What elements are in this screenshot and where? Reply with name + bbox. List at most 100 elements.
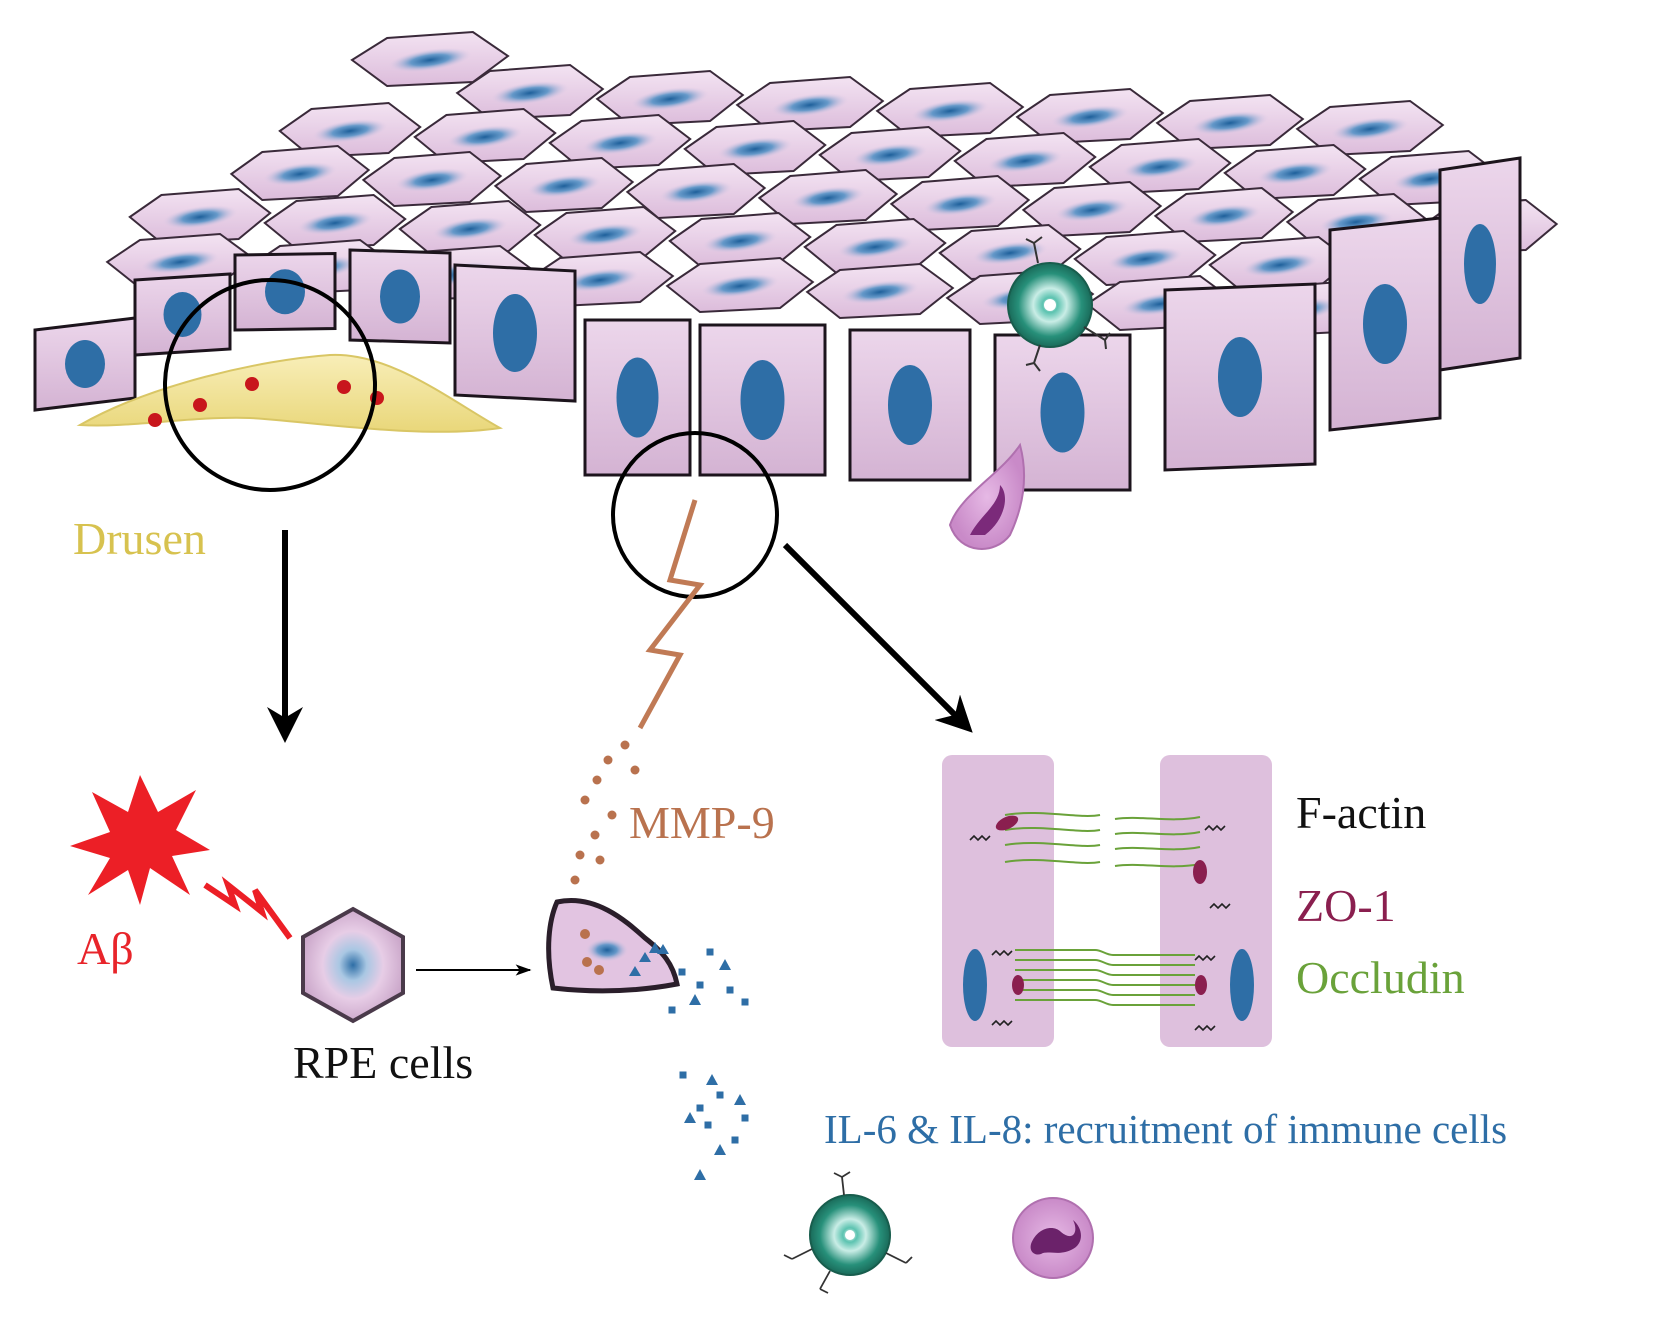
cytokine-square (668, 1006, 676, 1014)
nucleus-top (658, 179, 734, 205)
nucleus-top (1256, 160, 1334, 186)
starburst-icon (70, 775, 210, 905)
nucleus (616, 357, 659, 438)
nucleus-top (836, 234, 914, 260)
nucleus-top (851, 142, 929, 168)
hexagonal-cell-icon (301, 906, 405, 1024)
cytokines-label: IL-6 & IL-8: recruitment of immune cells (824, 1106, 1508, 1152)
cytokine-square (706, 948, 714, 956)
nucleus-top (770, 92, 850, 118)
mmp9-dot (590, 830, 600, 840)
occludin-label: Occludin (1296, 952, 1465, 1003)
nucleus-left (963, 949, 987, 1021)
squiggle (1194, 1024, 1216, 1032)
nucleus-top (986, 148, 1064, 174)
nucleus-top (1054, 197, 1130, 223)
damaged-cell-icon (546, 898, 680, 994)
neutrophil-icon (948, 442, 1026, 550)
nucleus (1040, 372, 1085, 453)
cytokine-square (741, 1114, 749, 1122)
nucleus-top (394, 167, 470, 193)
cytokine-triangle (714, 1144, 726, 1155)
mmp9-dot (607, 810, 617, 820)
mmp9-dot (595, 855, 605, 865)
nucleus-top (700, 273, 780, 299)
actin-strand (1114, 816, 1201, 821)
occludin-strand (1015, 969, 1195, 976)
cytokine-square (731, 1136, 739, 1144)
mmp9-dot (570, 875, 580, 885)
occludin-strand (1015, 959, 1195, 966)
nucleus-top (790, 185, 866, 211)
nucleus-top (431, 216, 509, 242)
occludin-strand (1015, 989, 1195, 996)
cytokine-triangle (649, 942, 661, 953)
squiggle (991, 949, 1013, 957)
nucleus-top (311, 118, 389, 144)
nucleus-top (840, 279, 920, 305)
junction-arrow (782, 542, 973, 733)
cytokine-square (741, 998, 749, 1006)
rpe-cell-sheet (33, 30, 1559, 492)
cytokine-square (679, 1071, 687, 1079)
f-actin-label: F-actin (1296, 787, 1427, 838)
nucleus-top (526, 173, 602, 199)
rpe-cells-label: RPE cells (293, 1037, 474, 1088)
actin-strand (1114, 863, 1201, 868)
mmp9-dot (603, 755, 613, 765)
junction-zoom-circle (611, 431, 779, 599)
actin-strand (1004, 812, 1101, 817)
lymphocyte-icon (1007, 236, 1111, 372)
nucleus-top (560, 267, 640, 293)
nucleus (888, 365, 932, 445)
squiggle (969, 834, 991, 842)
actin-strand (1114, 846, 1201, 851)
nucleus-top (262, 161, 338, 187)
zo1-label: ZO-1 (1296, 880, 1396, 931)
nucleus-top (630, 86, 710, 112)
occludin-strand (1015, 949, 1195, 956)
mmp9-dot (592, 775, 602, 785)
nucleus-top (566, 222, 644, 248)
nucleus-top (1121, 154, 1199, 180)
cytokine-triangle (694, 1169, 706, 1180)
nucleus-top (296, 210, 374, 236)
mmp9-dot (630, 765, 640, 775)
nucleus-top (922, 191, 998, 217)
cytokine-triangle (689, 994, 701, 1005)
actin-strand (1004, 827, 1101, 832)
nucleus-top (490, 80, 570, 106)
neutrophil-icon (1012, 1197, 1094, 1279)
tight-junction-diagram (942, 755, 1272, 1047)
drusen-deposit (76, 353, 504, 433)
nucleus-top (1050, 104, 1130, 130)
squiggle (1204, 824, 1226, 832)
nucleus-top (1190, 110, 1270, 136)
mmp9-particles (570, 740, 640, 885)
cytokine-square (678, 968, 686, 976)
actin-strand (1004, 842, 1101, 847)
actin-strand (1114, 831, 1201, 836)
nucleus (163, 292, 202, 337)
cytokine-square (704, 1121, 712, 1129)
occludin-strand (1015, 979, 1195, 986)
nucleus-top (1186, 203, 1262, 229)
nucleus-top (581, 130, 659, 156)
mmp9-dot (575, 850, 585, 860)
cytokine-square (696, 981, 704, 989)
nucleus (740, 360, 785, 440)
mmp9-dot (620, 740, 630, 750)
mmp9-dot (580, 795, 590, 805)
cytokine-square (696, 1104, 704, 1112)
abeta-lightning-icon (203, 876, 293, 940)
cytokine-square (726, 986, 734, 994)
nucleus (380, 269, 420, 324)
nucleus-top (1330, 116, 1410, 142)
lightning-bolt-icon (637, 499, 705, 730)
mmp9-label: MMP-9 (629, 797, 775, 848)
nucleus-top (446, 124, 524, 150)
drusen-zoom-circle (163, 278, 377, 492)
nucleus-top (161, 204, 239, 230)
nucleus-top (1106, 246, 1184, 272)
